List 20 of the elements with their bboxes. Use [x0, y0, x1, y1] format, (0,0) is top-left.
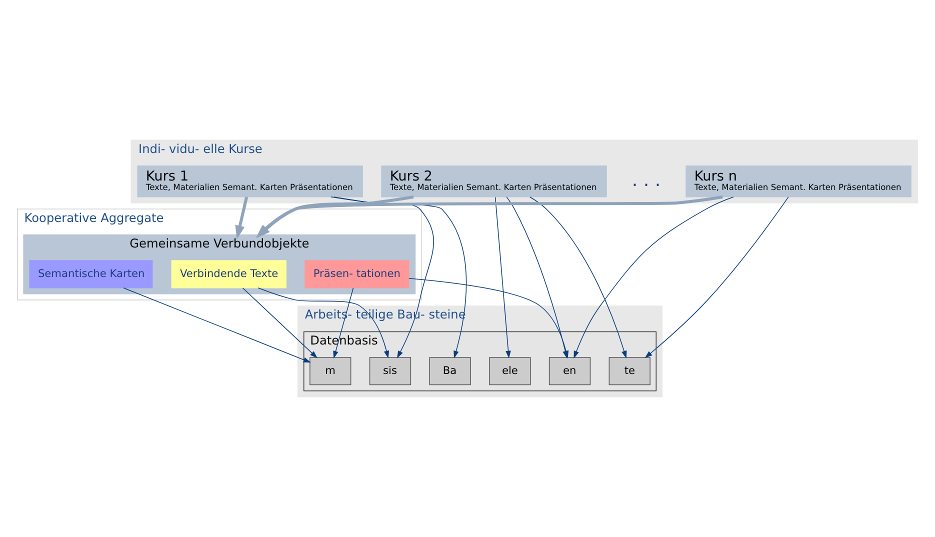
arrow [644, 196, 789, 358]
node-box: ele [489, 357, 531, 386]
arrow [235, 196, 248, 240]
arrow [574, 196, 734, 359]
node-box: Kurs 1 Texte, Materialien Semant. Karten Präsentationen [137, 165, 363, 198]
arrow [333, 288, 354, 359]
arrow [494, 196, 511, 358]
arrow [123, 288, 311, 363]
node-box: Verbindende Texte [171, 260, 286, 288]
node-box: Semantische Karten [29, 260, 153, 288]
node-box: sis [369, 357, 412, 386]
node-box: Ba [429, 357, 471, 386]
node-box: en [548, 357, 591, 386]
node-box: Kurs n Texte, Materialien Semant. Karten Präsentationen [686, 165, 912, 198]
arrow [242, 288, 318, 358]
node-box: m [310, 357, 352, 386]
node-box: te [608, 357, 650, 386]
node-box: Kurs 2 Texte, Materialien Semant. Karten Präsentationen [381, 165, 607, 198]
node-box: Präsen- tationen [304, 260, 410, 288]
label: . . . [632, 170, 661, 192]
